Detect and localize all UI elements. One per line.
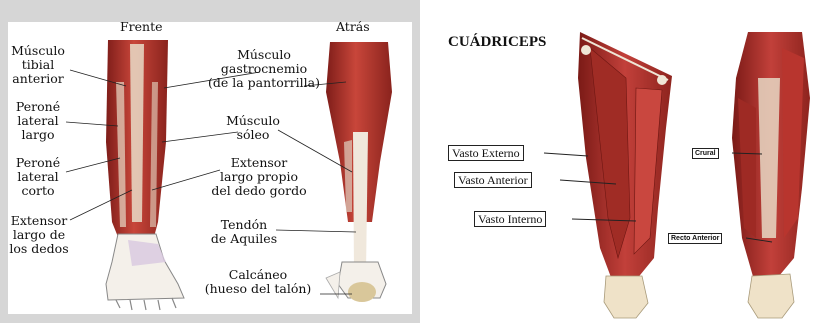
back-view-title: Atrás [336, 20, 370, 34]
label-extensor-dedo-gordo: Extensor largo propio del dedo gordo [204, 156, 314, 198]
quadriceps-illustration [440, 18, 831, 323]
quadriceps-panel: CUÁDRICEPS Vasto Externo Vasto Anterior … [440, 18, 831, 323]
label-tibial-anterior: Músculo tibial anterior [8, 44, 68, 86]
leg-anatomy-panel: Frente Atrás Músculo tibial anterior Per… [0, 0, 420, 323]
quadriceps-front-drawing [578, 32, 672, 318]
label-recto-anterior: Recto Anterior [668, 233, 722, 244]
label-vasto-externo: Vasto Externo [448, 145, 524, 161]
label-crural: Crural [692, 148, 719, 159]
back-leg-drawing [326, 42, 392, 302]
label-peroneo-corto: Peroné lateral corto [12, 156, 64, 198]
label-peroneo-largo: Peroné lateral largo [12, 100, 64, 142]
front-leg-drawing [106, 40, 184, 310]
leg-anatomy-canvas: Frente Atrás Músculo tibial anterior Per… [8, 22, 412, 314]
front-view-title: Frente [120, 20, 163, 34]
label-calcaneo: Calcáneo (hueso del talón) [198, 268, 318, 296]
label-extensor-dedos: Extensor largo de los dedos [8, 214, 70, 256]
quadriceps-title: CUÁDRICEPS [448, 34, 546, 51]
label-soleo: Músculo sóleo [218, 114, 288, 142]
label-gastrocnemio: Músculo gastrocnemio (de la pantorrilla) [204, 48, 324, 90]
quadriceps-side-drawing [732, 32, 810, 318]
label-vasto-anterior: Vasto Anterior [454, 172, 532, 188]
label-tendon-aquiles: Tendón de Aquiles [204, 218, 284, 246]
label-vasto-interno: Vasto Interno [474, 211, 546, 227]
